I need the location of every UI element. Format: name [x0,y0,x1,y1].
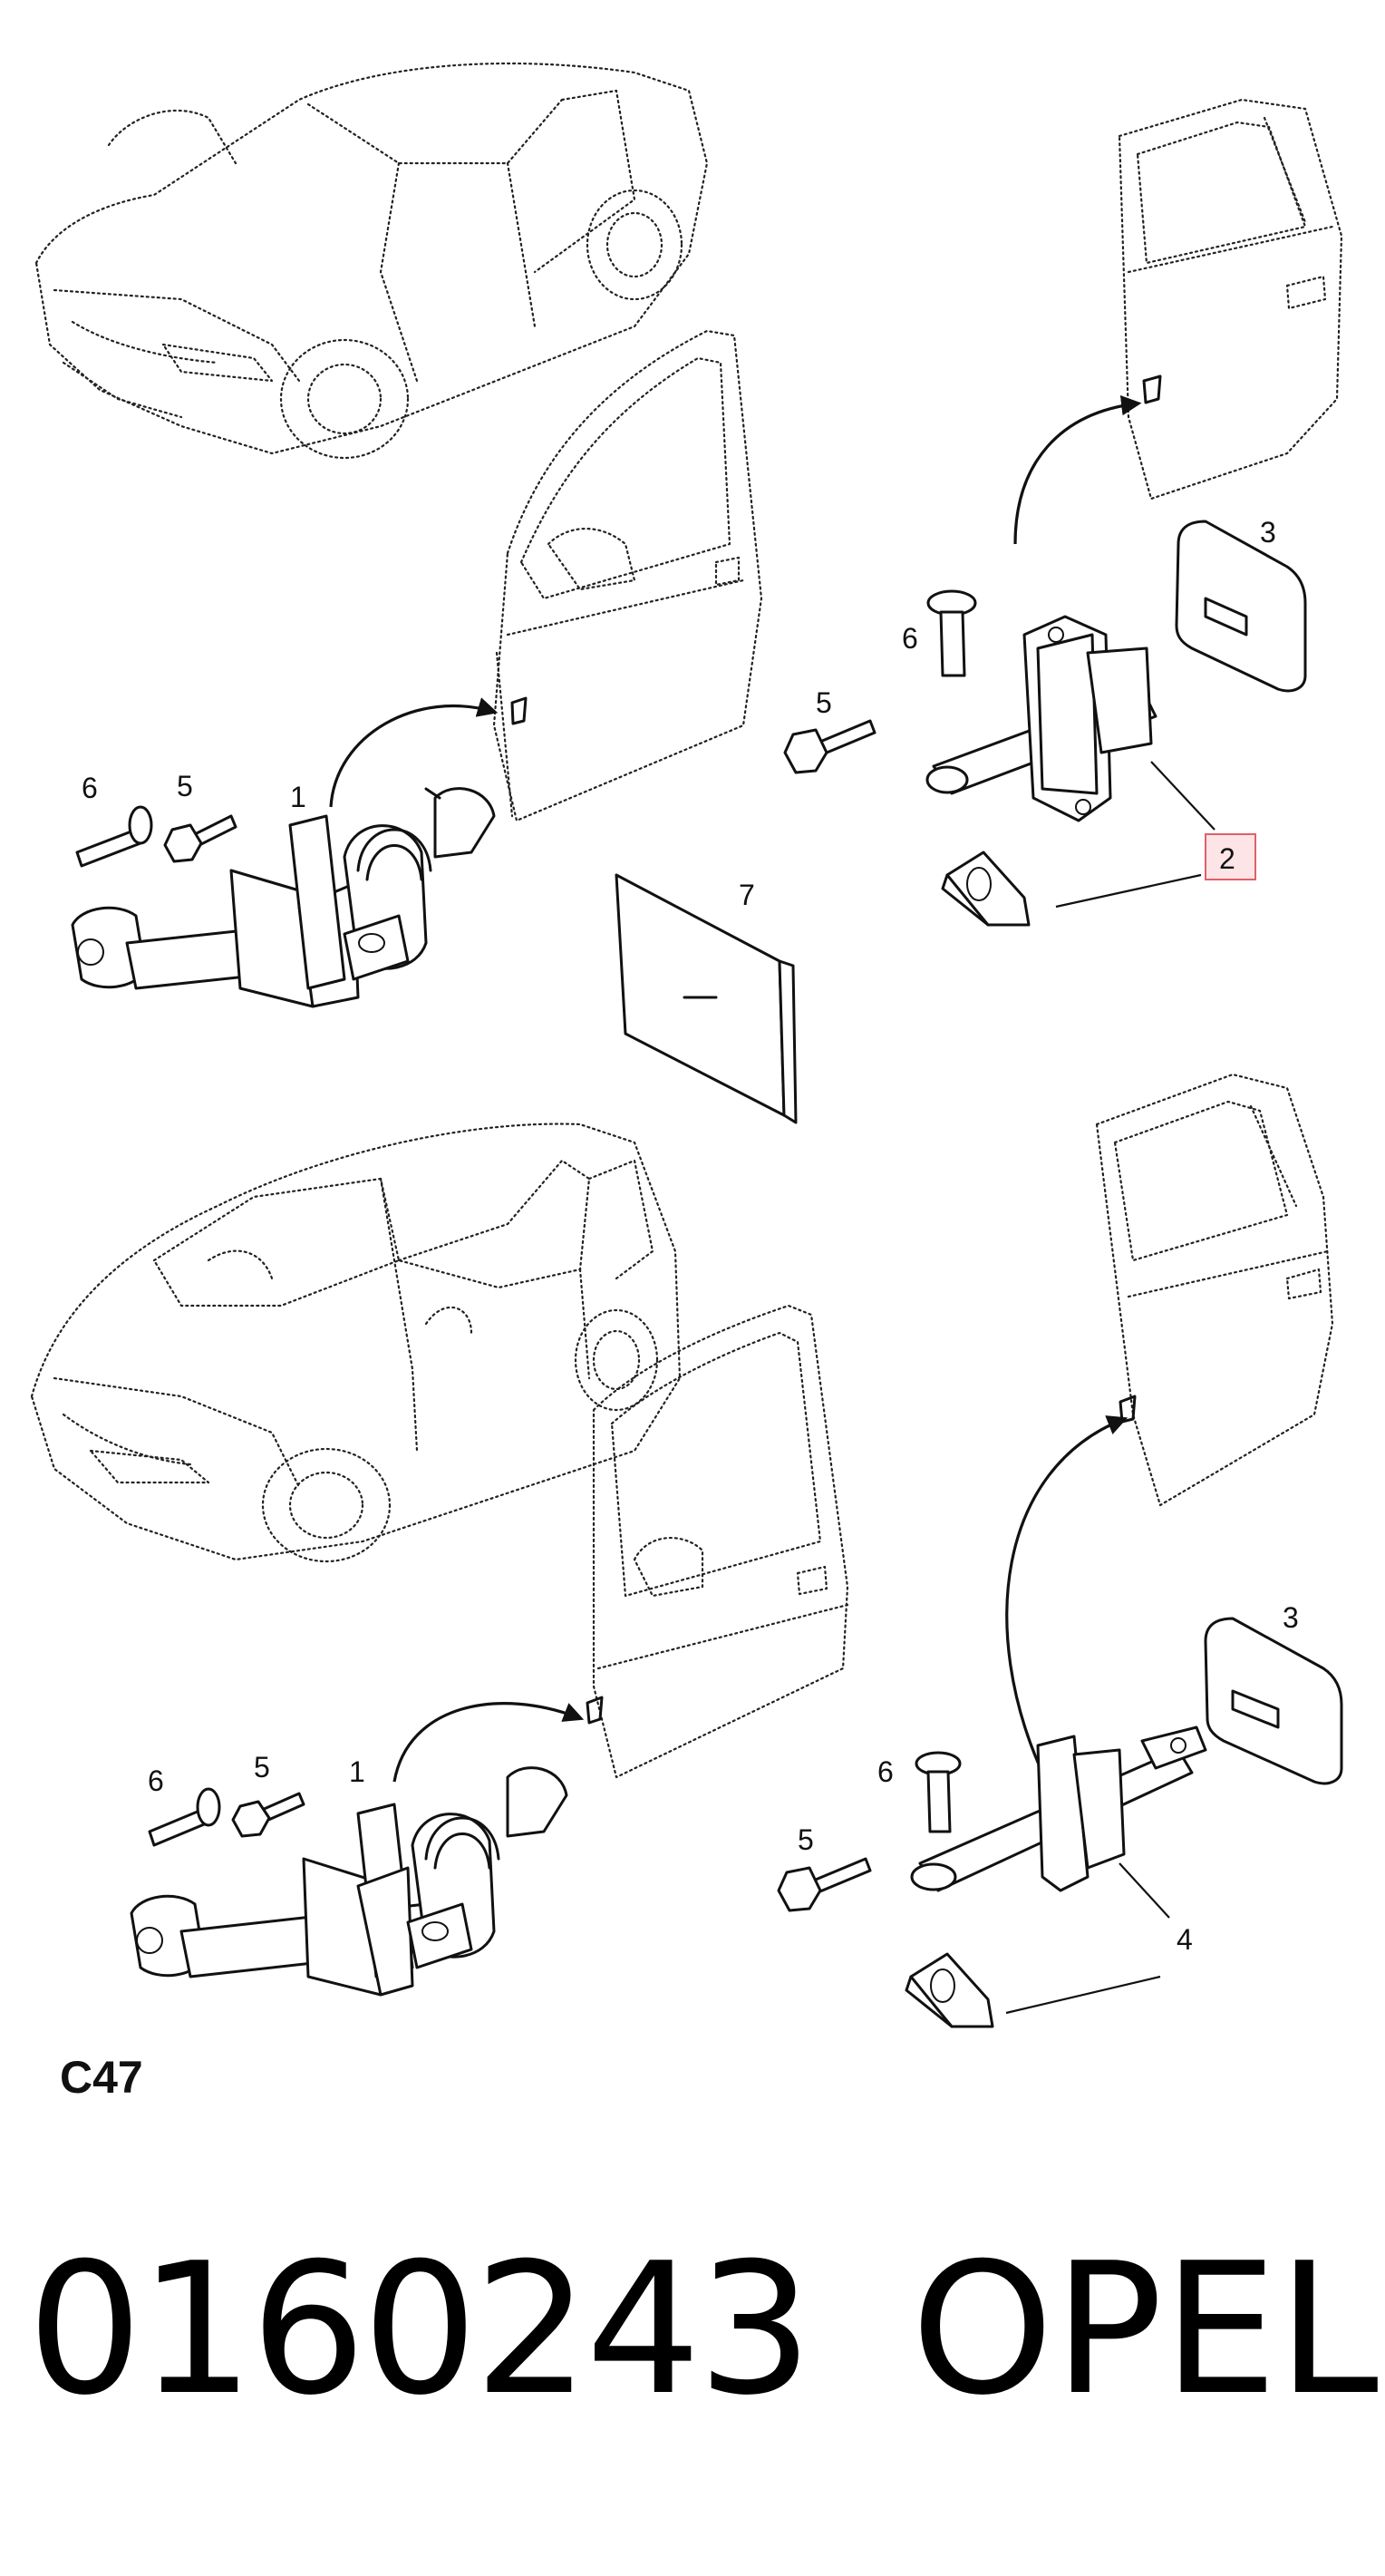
bolt-top-right [783,719,877,774]
callout-top-7: 7 [739,879,755,911]
screw-bottom-left [148,1787,221,1847]
callout-bottom-1: 1 [349,1755,365,1788]
callout-bottom-6-left: 6 [148,1764,164,1797]
screw-bottom-right [915,1751,962,1833]
part-number: 0160243 [27,2224,813,2435]
door-stop-bottom-right [910,1725,1207,1892]
leader-top-2a [1150,761,1216,831]
callout-top-6-right: 6 [902,622,918,655]
bolt-bottom-left [231,1792,305,1838]
screw-top-left [75,805,153,868]
bottom-rear-door-stop-mark [1119,1395,1137,1424]
hatchback-car-illustration [34,62,709,460]
brand-name: OPEL [911,2224,1379,2435]
callout-top-5-right: 5 [816,686,832,719]
bottom-rear-door-illustration [1095,1073,1334,1507]
leader-top-2b [1055,873,1202,909]
rear-door-stop-mark [1142,374,1162,404]
arrow-to-bottom-rear-door [1005,1415,1128,1774]
callout-bottom-6-right: 6 [877,1755,894,1788]
bolt-bottom-right [777,1857,872,1912]
arrow-to-rear-door [1013,394,1142,545]
bottom-front-door-illustration [592,1304,849,1779]
arrow-to-bottom-front-door [392,1702,585,1783]
diagram-code: C47 [60,2052,143,2103]
bottom-front-door-stop-mark [586,1696,604,1725]
callout-top-1: 1 [290,781,306,813]
callout-bottom-5-right: 5 [798,1823,814,1856]
callout-bottom-5-left: 5 [254,1751,270,1784]
pad-bottom [1204,1617,1343,1785]
door-stop-top-right [925,615,1157,822]
door-check-top-left [71,787,496,1008]
callout-top-6-left: 6 [82,772,98,804]
bolt-top-left [163,814,237,863]
plate-top [615,873,798,1124]
bracket-bottom [905,1952,994,2028]
leader-bottom-4b [1005,1975,1161,2015]
callout-bottom-4: 4 [1177,1923,1193,1956]
front-door-illustration [492,329,763,822]
callout-2-highlight [1205,833,1256,880]
leader-bottom-4a [1119,1862,1170,1919]
mpv-car-illustration [30,1123,682,1563]
callout-top-5-left: 5 [177,770,193,802]
front-door-stop-mark [510,696,528,725]
callout-top-3: 3 [1260,516,1276,549]
bracket-top [941,851,1031,927]
arrow-to-front-door [329,697,499,808]
door-check-bottom-left [130,1766,568,1997]
callout-bottom-3: 3 [1283,1601,1299,1634]
screw-top-right [926,589,977,677]
rear-door-illustration [1118,98,1343,501]
callout-top-2: 2 [1219,842,1235,875]
pad-top [1175,520,1307,693]
